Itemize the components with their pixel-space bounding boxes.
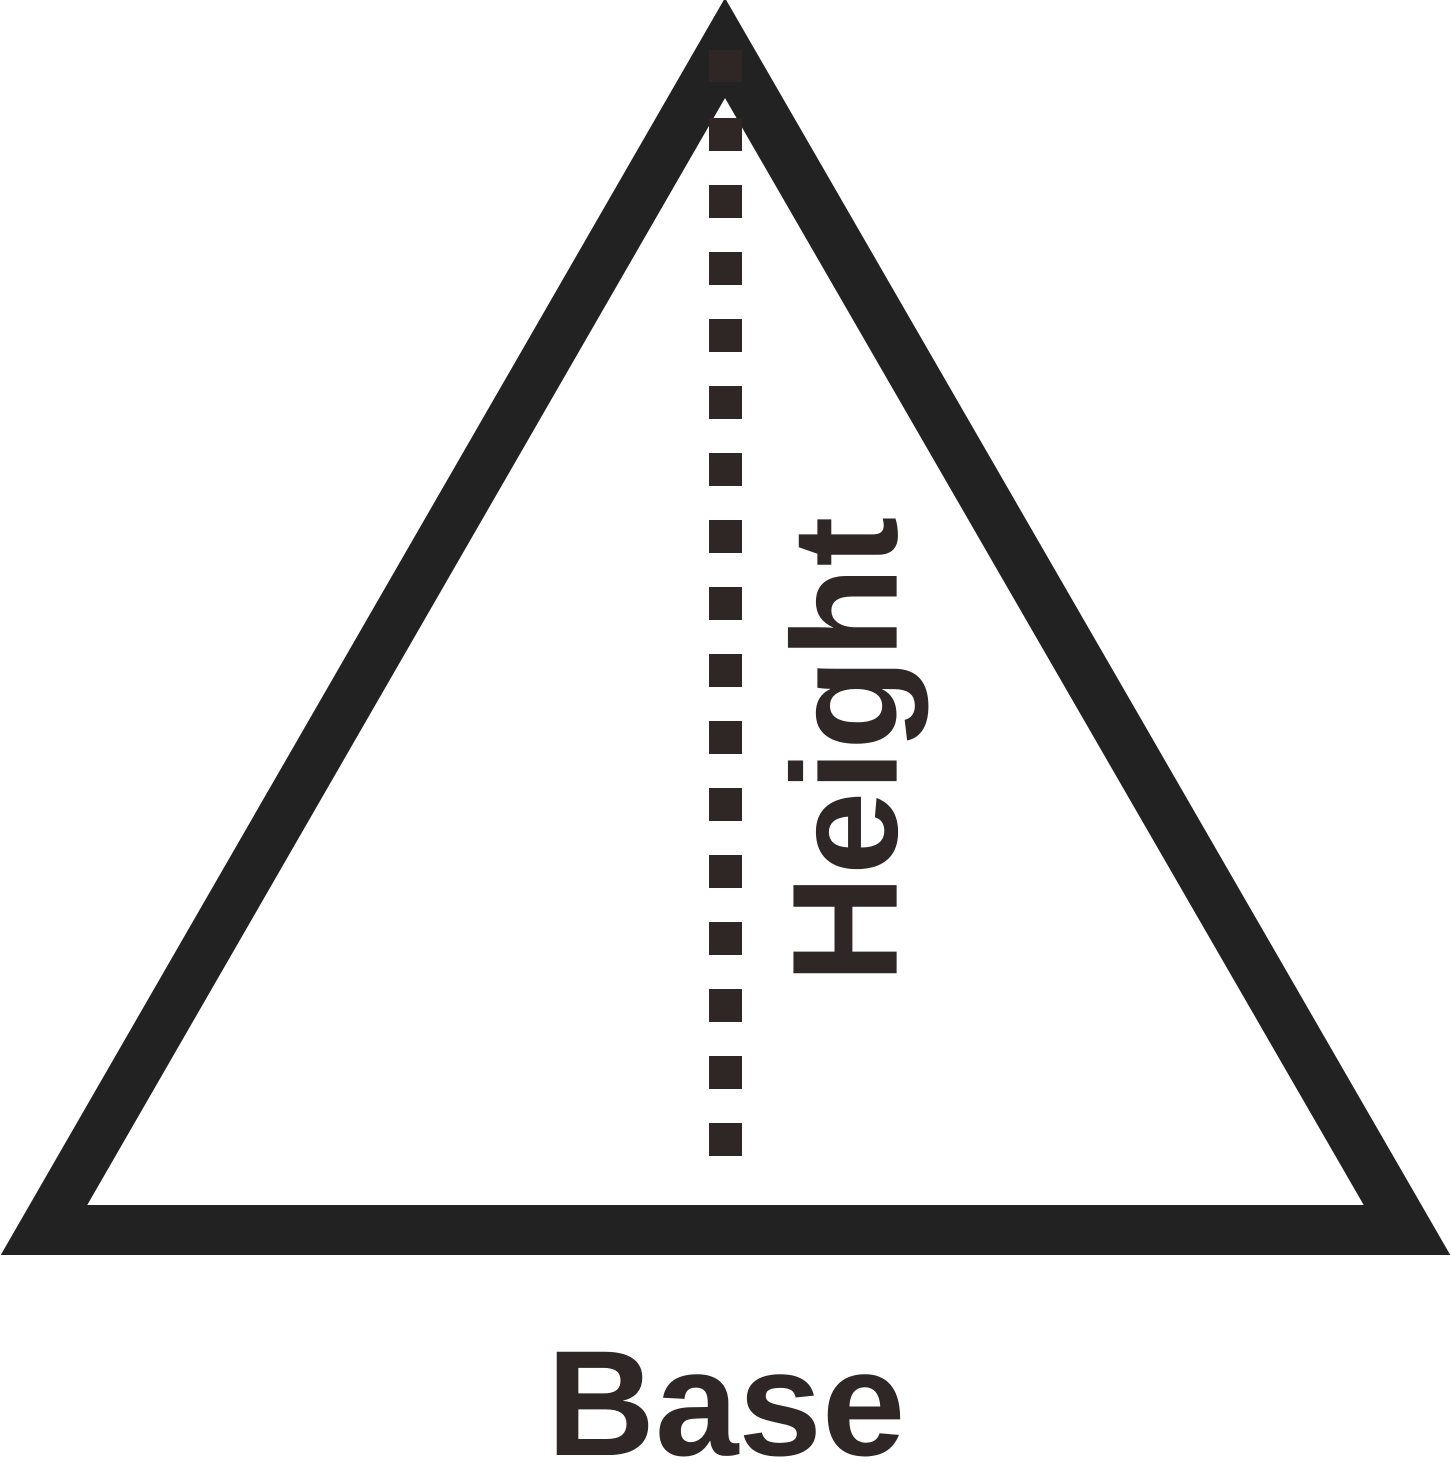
height-dot	[709, 989, 742, 1022]
height-dot	[709, 386, 742, 419]
height-dot	[709, 50, 742, 82]
height-dot	[709, 1056, 742, 1089]
height-dot	[709, 855, 742, 888]
height-label: Height	[761, 517, 929, 984]
height-dot	[709, 520, 742, 553]
height-dot	[709, 721, 742, 754]
height-dot	[709, 319, 742, 352]
base-label: Base	[547, 1319, 906, 1463]
height-dotted-line	[709, 50, 742, 1156]
height-dot	[709, 453, 742, 486]
height-dot	[709, 654, 742, 687]
height-dot	[709, 587, 742, 620]
height-dot	[709, 252, 742, 285]
height-dot	[709, 118, 742, 151]
height-dot	[709, 788, 742, 821]
height-dot	[709, 922, 742, 955]
height-dot	[709, 185, 742, 218]
triangle-outline	[0, 0, 1451, 1255]
height-dot	[709, 1123, 742, 1156]
